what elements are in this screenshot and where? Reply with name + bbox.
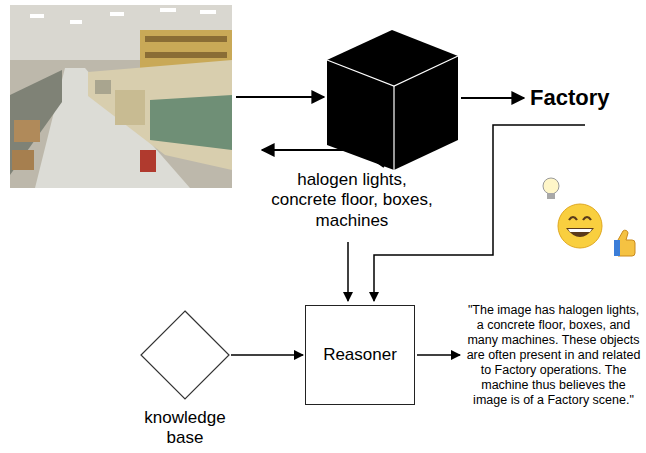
- bulb-glass: [543, 178, 559, 194]
- node-label: Reasoner: [323, 345, 397, 365]
- photo-right-machines: [88, 60, 232, 170]
- photo-machine: [115, 90, 145, 125]
- photo-box: [12, 150, 34, 170]
- diamond-outline: [140, 310, 230, 400]
- features-arrow: [347, 242, 349, 301]
- photo-light: [200, 10, 216, 14]
- smiley-mouth: [566, 228, 594, 237]
- output-arrow: [461, 97, 524, 99]
- photo-light: [110, 12, 124, 16]
- cube-edge: [393, 86, 394, 170]
- explanation-arrow: [417, 354, 460, 356]
- smiley-teeth: [568, 229, 592, 232]
- photo-wall: [10, 5, 232, 188]
- knowledge-diamond: knowledge base: [135, 310, 235, 449]
- input-arrow: [236, 96, 324, 98]
- class-output: Factory: [530, 85, 609, 111]
- photo-machine-part: [140, 150, 156, 172]
- photo-machine: [95, 80, 111, 94]
- thumb-hand: [618, 230, 635, 256]
- smiley-face: [558, 204, 602, 248]
- explanation-text: "The image has halogen lights, a concret…: [466, 303, 641, 408]
- photo-shelf: [145, 36, 227, 42]
- photo-shelf: [145, 52, 227, 58]
- photo-left-machines: [10, 70, 62, 175]
- photo-machine: [150, 95, 232, 150]
- feature-list: halogen lights, concrete floor, boxes, m…: [270, 170, 435, 231]
- bulb-base: [547, 193, 555, 199]
- flow-arrow: [231, 354, 303, 356]
- lightbulb-icon: [543, 178, 559, 199]
- thumb-cuff: [614, 240, 620, 256]
- thumbs-up-icon: [614, 230, 635, 256]
- prediction-arrow: [374, 125, 585, 301]
- photo-light: [70, 20, 82, 24]
- cube-edge: [327, 56, 458, 86]
- photo-light: [160, 8, 176, 12]
- feedback-arrow: [262, 150, 384, 167]
- node-label: knowledge base: [135, 408, 235, 449]
- factory-photo: [10, 5, 232, 188]
- diamond-shape: [141, 311, 229, 399]
- smiley-icon: [558, 204, 602, 248]
- photo-light: [30, 14, 44, 18]
- photo-box: [14, 120, 40, 142]
- smiley-eye: [583, 217, 591, 220]
- reasoner-box: Reasoner: [305, 305, 415, 405]
- smiley-eye: [569, 217, 577, 220]
